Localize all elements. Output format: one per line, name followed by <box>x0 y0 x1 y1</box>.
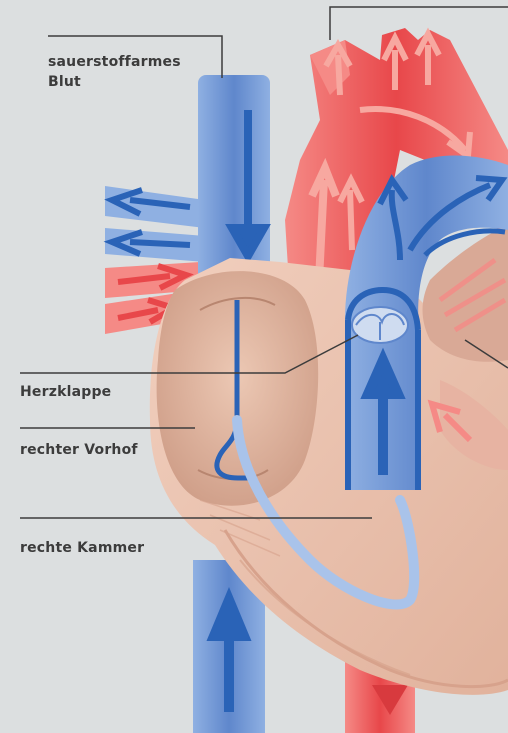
leader-line-top-right <box>330 7 508 40</box>
deoxygenated-blood-label-line2: Blut <box>48 72 181 92</box>
right-atrium-label: rechter Vorhof <box>20 440 138 460</box>
right-ventricle-label: rechte Kammer <box>20 538 144 558</box>
deoxygenated-blood-label: sauerstoffarmes Blut <box>48 52 181 92</box>
heart-valve <box>352 307 408 343</box>
heart-valve-label: Herzklappe <box>20 382 111 402</box>
deoxygenated-blood-label-line1: sauerstoffarmes <box>48 52 181 72</box>
superior-vena-cava <box>198 75 270 285</box>
